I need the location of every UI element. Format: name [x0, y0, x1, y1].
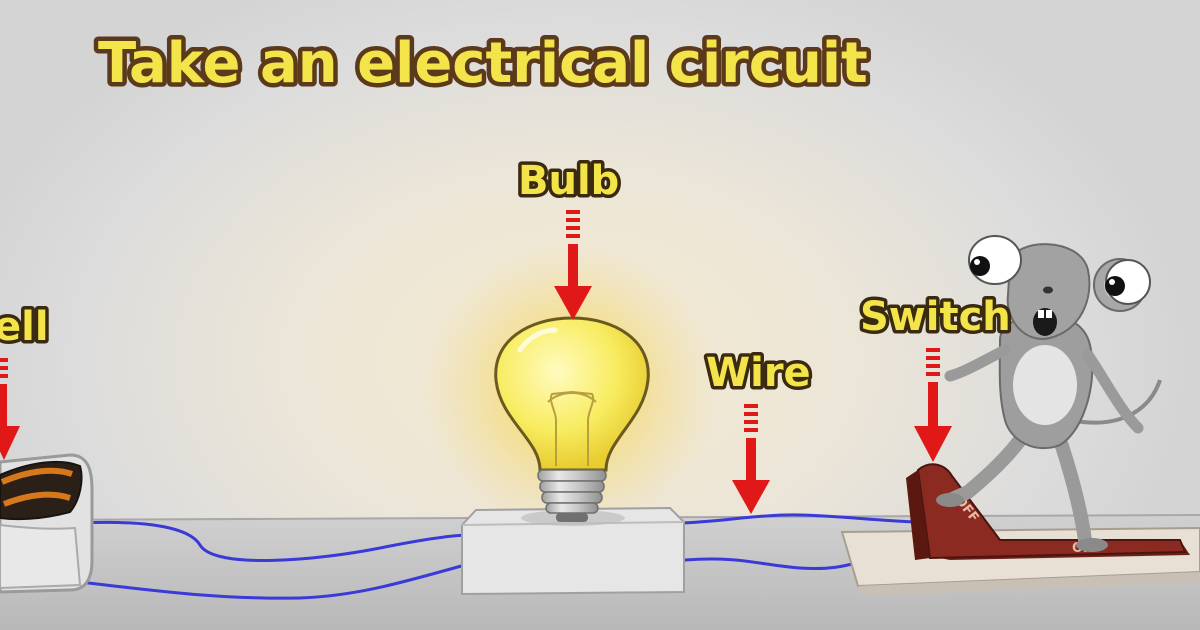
- cell-arrow: [0, 358, 20, 460]
- switch-arrow: [914, 348, 952, 462]
- switch-icon: OFF ON: [840, 463, 1200, 596]
- switch-label: Switch: [860, 294, 1011, 340]
- cell-icon: [0, 453, 94, 594]
- wires: [38, 513, 917, 600]
- cell-label: ell: [0, 304, 49, 350]
- wire-label: Wire: [706, 350, 811, 396]
- bulb-arrow: [554, 210, 592, 320]
- bulb-icon: [494, 316, 650, 522]
- bulb-holder: [461, 506, 685, 596]
- bulb-label: Bulb: [518, 158, 619, 204]
- page-title: Take an electrical circuit: [98, 31, 868, 96]
- wire-arrow: [732, 404, 770, 514]
- mouse-character: [936, 235, 1162, 552]
